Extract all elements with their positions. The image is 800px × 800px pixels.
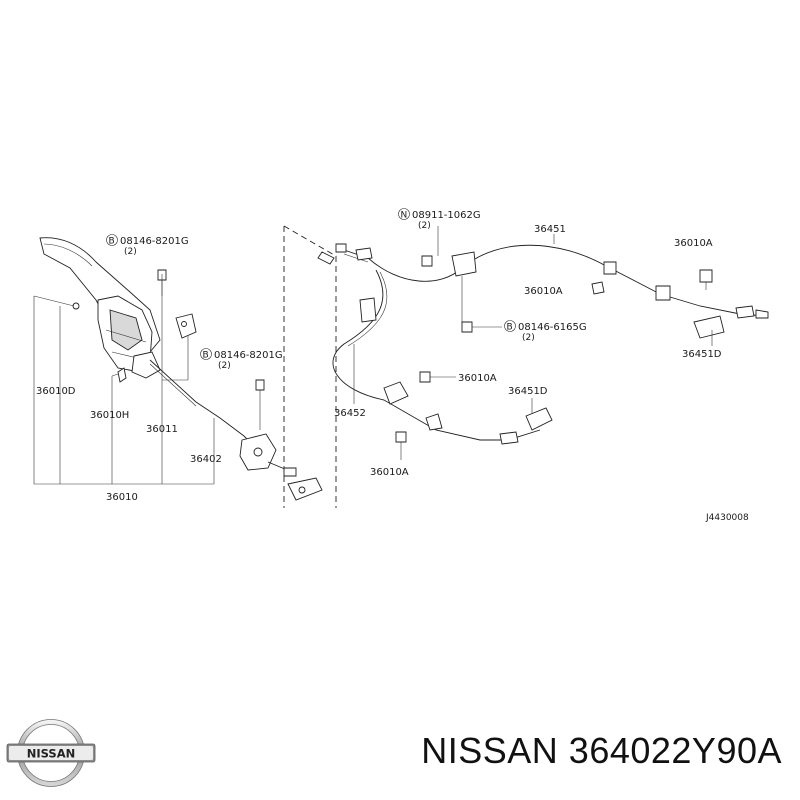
- diagram-code: J4430008: [705, 513, 749, 523]
- label-36402: 36402: [190, 454, 222, 465]
- label-36010a-mid: 36010A: [524, 286, 563, 297]
- label-36010d: 36010D: [36, 386, 76, 397]
- label-qty-6165: (2): [522, 333, 535, 343]
- label-36452: 36452: [334, 408, 366, 419]
- callout-b-letter-top: B: [109, 237, 115, 247]
- callout-n-letter: N: [401, 211, 408, 221]
- part-labels: B 08146-8201G (2) N 08911-1062G (2) 3645…: [36, 208, 749, 523]
- callout-b-circle-top: [106, 234, 118, 246]
- rear-cable-36452: [332, 269, 553, 460]
- label-36010a-bottom: 36010A: [370, 467, 409, 478]
- label-08911-1062g: 08911-1062G: [412, 210, 481, 221]
- leader-lines-left: [33, 274, 215, 485]
- logo-text: NISSAN: [27, 747, 75, 761]
- label-36011: 36011: [146, 424, 178, 435]
- callout-b-letter-right: B: [507, 323, 513, 333]
- label-36010a-right: 36010A: [674, 238, 713, 249]
- label-08146-8201g-mid: 08146-8201G: [214, 350, 283, 361]
- rear-cable-36451: [317, 226, 769, 346]
- label-36451d-center: 36451D: [508, 386, 548, 397]
- part-number-title: NISSAN 364022Y90A: [421, 730, 782, 771]
- label-36010h: 36010H: [90, 410, 129, 421]
- front-cable-36402: [149, 359, 323, 501]
- label-qty-top: (2): [124, 247, 137, 257]
- callout-b-circle-right: [504, 320, 516, 332]
- callout-b-letter-mid: B: [203, 351, 209, 361]
- label-qty-nut: (2): [418, 221, 431, 231]
- label-08146-6165g: 08146-6165G: [518, 322, 587, 333]
- label-08146-8201g-top: 08146-8201G: [120, 236, 189, 247]
- callout-b-circle-mid: [200, 348, 212, 360]
- label-36010: 36010: [106, 492, 138, 503]
- callout-n-circle: [398, 208, 410, 220]
- nissan-logo: NISSAN: [6, 719, 96, 787]
- brake-lever-assembly: [39, 237, 197, 383]
- label-qty-mid: (2): [218, 361, 231, 371]
- label-36010a-center: 36010A: [458, 373, 497, 384]
- assembly-boundary: [283, 225, 337, 508]
- label-36451: 36451: [534, 224, 566, 235]
- label-36451d-right: 36451D: [682, 349, 722, 360]
